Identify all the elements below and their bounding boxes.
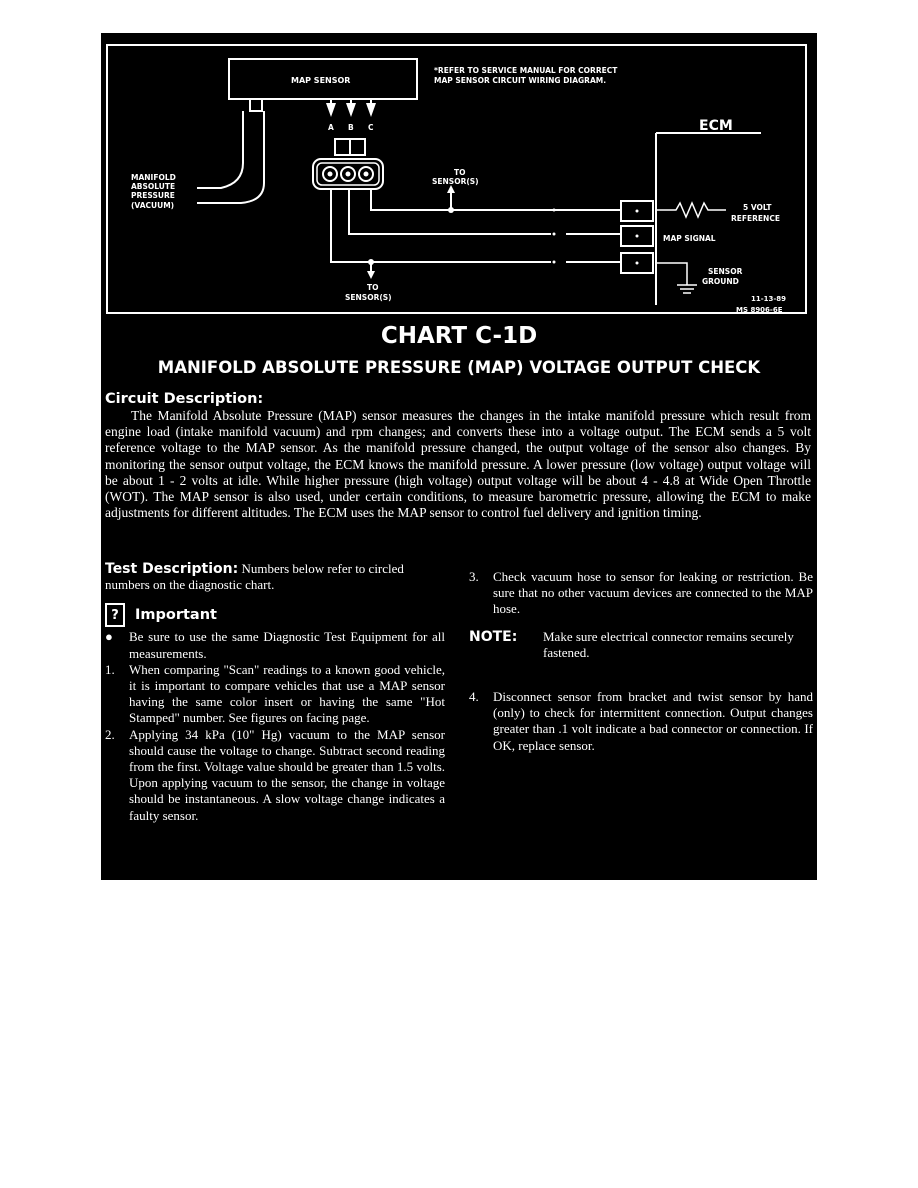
vacuum-label-line4: (VACUUM) bbox=[131, 201, 174, 210]
map-sensor-circuit-diagram: MAP SENSOR *REFER TO SERVICE MANUAL FOR … bbox=[106, 44, 807, 314]
date-code: 11-13-89 bbox=[751, 295, 786, 303]
vacuum-label-line3: PRESSURE bbox=[131, 191, 175, 200]
step-text: Disconnect sensor from bracket and twist… bbox=[493, 689, 813, 753]
pin-c-label: C bbox=[368, 123, 374, 132]
sensor-ground-line2: GROUND bbox=[702, 277, 739, 286]
circuit-wires bbox=[330, 189, 621, 273]
circuit-description: Circuit Description: The Manifold Absolu… bbox=[105, 391, 811, 521]
bullet-icon: ● bbox=[105, 629, 113, 645]
refer-note-line2: MAP SENSOR CIRCUIT WIRING DIAGRAM. bbox=[434, 76, 606, 85]
step-text: When comparing "Scan" readings to a know… bbox=[129, 661, 445, 726]
map-sensor-label: MAP SENSOR bbox=[291, 76, 350, 85]
important-bullet: ● Be sure to use the same Diagnostic Tes… bbox=[105, 629, 445, 661]
sensor-ground-line1: SENSOR bbox=[708, 267, 743, 276]
step-text: Check vacuum hose to sensor for leaking … bbox=[493, 569, 813, 617]
pin-b-label: B bbox=[348, 123, 354, 132]
map-sensor-box bbox=[228, 58, 418, 100]
pin-a-label: A bbox=[328, 123, 334, 132]
note-label: NOTE: bbox=[469, 628, 518, 645]
step-number: 1. bbox=[105, 661, 115, 677]
connector-icon bbox=[312, 138, 384, 190]
ecm-block bbox=[620, 132, 761, 305]
note-text: Make sure electrical connector remains s… bbox=[543, 628, 794, 660]
step-number: 2. bbox=[105, 726, 115, 742]
step-item: 3. Check vacuum hose to sensor for leaki… bbox=[469, 569, 813, 618]
ecm-terminals bbox=[635, 209, 639, 265]
right-column: 3. Check vacuum hose to sensor for leaki… bbox=[469, 569, 813, 754]
resistor-icon bbox=[656, 201, 726, 219]
refer-note-line1: *REFER TO SERVICE MANUAL FOR CORRECT bbox=[434, 66, 618, 75]
five-volt-line1: 5 VOLT bbox=[743, 203, 772, 212]
important-label: Important bbox=[135, 607, 217, 624]
ms-code: MS 8906-6E bbox=[736, 306, 783, 314]
circuit-description-heading: Circuit Description: bbox=[105, 391, 264, 407]
five-volt-line2: REFERENCE bbox=[731, 214, 780, 223]
wire-junctions bbox=[367, 185, 556, 279]
map-signal-label: MAP SIGNAL bbox=[663, 234, 716, 243]
vacuum-label-line1: MANIFOLD bbox=[131, 173, 176, 182]
to-sensors-top-line1: TO bbox=[454, 168, 466, 177]
step-item: 1. When comparing "Scan" readings to a k… bbox=[105, 662, 445, 727]
chart-subtitle: MANIFOLD ABSOLUTE PRESSURE (MAP) VOLTAGE… bbox=[157, 358, 761, 377]
step-text: Applying 34 kPa (10" Hg) vacuum to the M… bbox=[129, 726, 445, 823]
vacuum-label-line2: ABSOLUTE bbox=[131, 182, 175, 191]
vacuum-hose bbox=[197, 98, 265, 204]
chart-title: CHART C-1D bbox=[380, 323, 538, 349]
to-sensors-bottom-line1: TO bbox=[367, 283, 379, 292]
circuit-description-text: The Manifold Absolute Pressure (MAP) sen… bbox=[105, 408, 811, 521]
to-sensors-top-line2: SENSOR(S) bbox=[432, 177, 479, 186]
note: NOTE: Make sure electrical connector rem… bbox=[469, 629, 813, 661]
step-number: 3. bbox=[469, 569, 479, 584]
step-number: 4. bbox=[469, 689, 479, 705]
to-sensors-bottom-line2: SENSOR(S) bbox=[345, 293, 392, 302]
test-description-heading: Test Description: bbox=[105, 561, 239, 577]
pin-arrows bbox=[326, 99, 376, 117]
test-description-text: Numbers below refer to circled numbers o… bbox=[105, 561, 404, 593]
diagram-frame bbox=[106, 44, 807, 314]
question-mark-icon: ? bbox=[105, 603, 125, 628]
test-description: Test Description: Numbers below refer to… bbox=[105, 561, 445, 593]
step-item: 4. Disconnect sensor from bracket and tw… bbox=[469, 689, 813, 754]
important-bullet-text: Be sure to use the same Diagnostic Test … bbox=[129, 629, 445, 661]
ground-icon bbox=[656, 262, 697, 294]
step-item: 2. Applying 34 kPa (10" Hg) vacuum to th… bbox=[105, 727, 445, 824]
chart-page: MAP SENSOR *REFER TO SERVICE MANUAL FOR … bbox=[101, 33, 817, 880]
left-column: Test Description: Numbers below refer to… bbox=[105, 561, 445, 824]
important-header: ? Important bbox=[105, 603, 445, 628]
ecm-label: ECM bbox=[699, 118, 733, 134]
